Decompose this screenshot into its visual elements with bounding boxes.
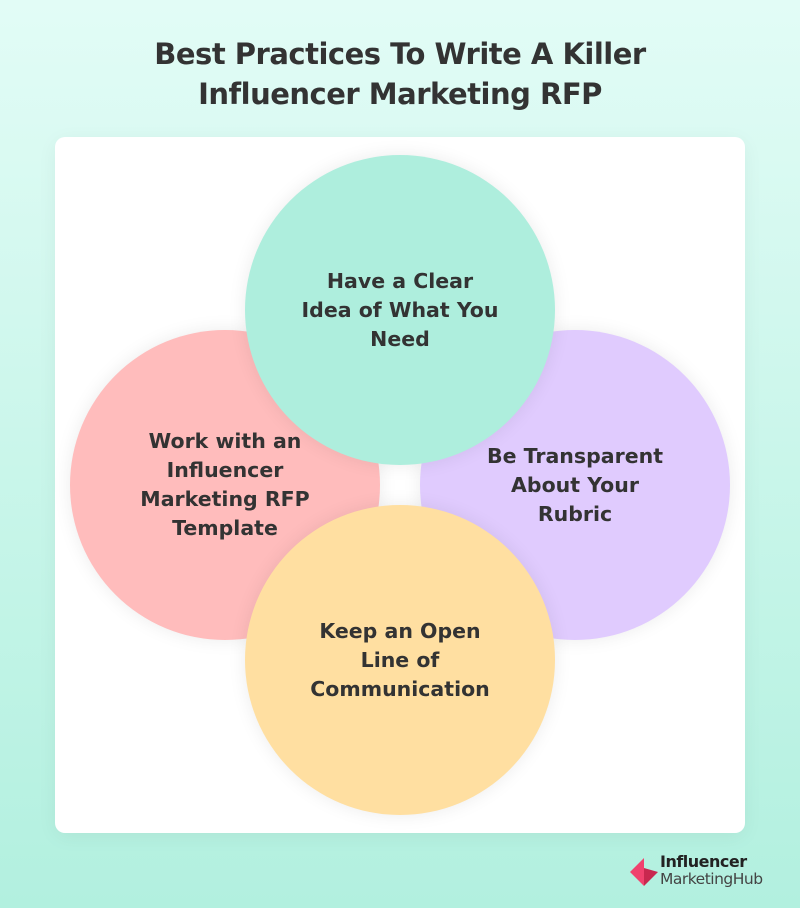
circle-label: Keep an Open Line of Communication (310, 618, 490, 701)
circle-label: Work with an Influencer Marketing RFP Te… (140, 429, 310, 540)
logo-text-line-1: Influencer (660, 852, 747, 871)
title-line-2: Influencer Marketing RFP (198, 77, 602, 111)
circle-label: Have a Clear Idea of What You Need (301, 268, 499, 351)
title-line-1: Best Practices To Write A Killer (154, 37, 646, 71)
influencer-marketing-hub-logo: Influencer MarketingHub (630, 852, 790, 892)
circle-label: Be Transparent About Your Rubric (486, 443, 664, 526)
page-title: Best Practices To Write A Killer Influen… (0, 34, 800, 114)
diagram-card: Work with an Influencer Marketing RFP Te… (55, 137, 745, 833)
logo-text-line-2: MarketingHub (660, 870, 763, 888)
logo-mark-icon (630, 858, 658, 886)
circle-communication: Keep an Open Line of Communication (245, 505, 555, 815)
circle-clear-idea: Have a Clear Idea of What You Need (245, 155, 555, 465)
